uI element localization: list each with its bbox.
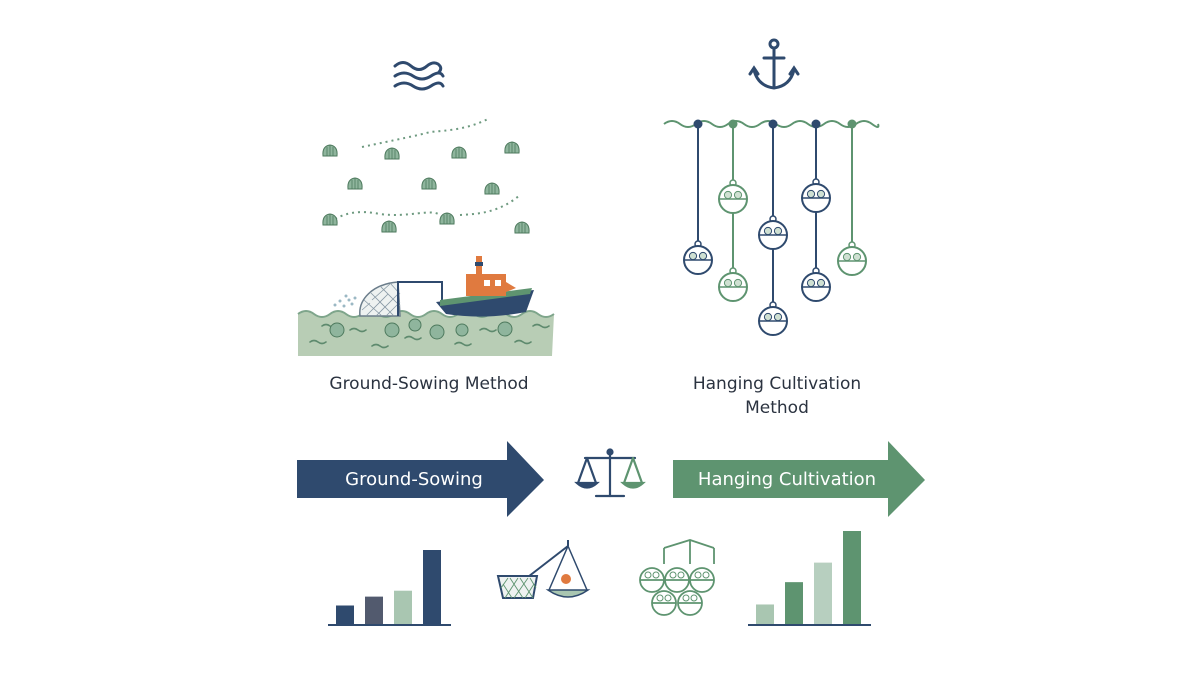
lantern-net (801, 267, 831, 302)
fishing-boat-with-dredge (333, 256, 534, 317)
bar (814, 562, 832, 624)
lantern-net (758, 215, 788, 250)
scallop-shell (347, 177, 363, 190)
lantern-net (758, 301, 788, 336)
lantern-net-cluster-icon (639, 539, 715, 616)
hanging-cultivation-arrow-label: Hanging Cultivation (698, 469, 876, 490)
hanging-cultivation-arrow: Hanging Cultivation (673, 441, 925, 517)
bar (336, 605, 354, 624)
scallop-shell (504, 141, 520, 154)
hanging-cultivation-bar-chart (748, 531, 871, 626)
bar (423, 550, 441, 624)
ground-sowing-bar-chart (328, 550, 451, 626)
lantern-net (683, 240, 713, 275)
scallop-shell (484, 182, 500, 195)
scallop-shell (439, 212, 455, 225)
lantern-net-lines (683, 119, 867, 336)
scallop-shell (514, 221, 530, 234)
float-buoy (811, 119, 821, 129)
balance-scale-icon (574, 448, 646, 498)
waves-icon (393, 61, 445, 91)
float-buoy (693, 119, 703, 129)
bar (843, 531, 861, 624)
bar (756, 604, 774, 624)
scallop-shell (322, 144, 338, 157)
anchor-icon (748, 38, 800, 90)
ground-sowing-arrow: Ground-Sowing (297, 441, 544, 517)
scallop-shell (322, 213, 338, 226)
net-and-scale-icon (496, 540, 591, 599)
lantern-net (801, 178, 831, 213)
bar (394, 590, 412, 624)
float-buoy (768, 119, 778, 129)
float-buoy (728, 119, 738, 129)
lantern-net (718, 179, 748, 214)
seabed-ground (297, 310, 555, 356)
bar (365, 596, 383, 624)
lantern-net (718, 267, 748, 302)
scallop-shell (421, 177, 437, 190)
scallop-shell (381, 220, 397, 233)
ground-sowing-arrow-label: Ground-Sowing (345, 469, 483, 490)
scallop-shell (451, 146, 467, 159)
hanging-cultivation-method-label: Hanging Cultivation Method (692, 374, 862, 418)
scallop-seed-dispersal (322, 117, 530, 234)
lantern-net (837, 241, 867, 276)
float-buoy (847, 119, 857, 129)
bar (785, 582, 803, 624)
ground-sowing-method-label: Ground-Sowing Method (329, 374, 529, 394)
scallop-shell (384, 147, 400, 160)
